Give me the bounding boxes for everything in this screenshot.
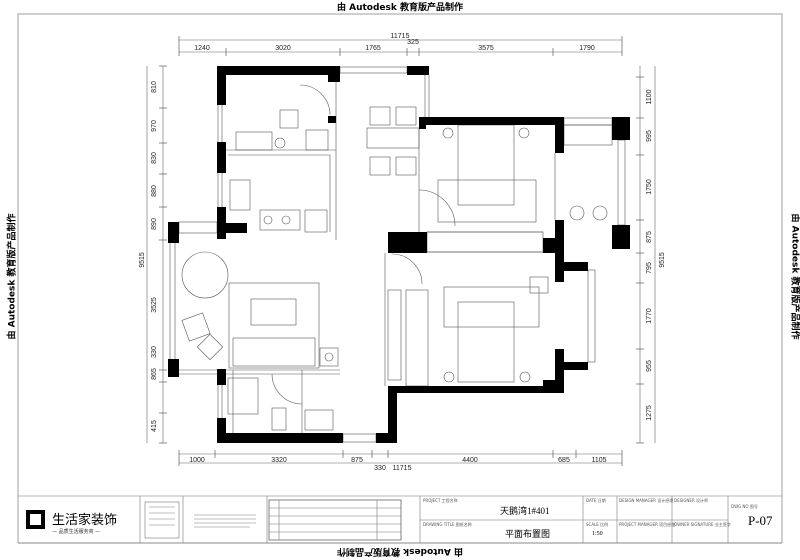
dimension-lines [146,36,656,466]
walls [168,66,630,443]
scale-label: SCALE 比例 [586,522,609,527]
dim-right: 1750 [646,179,653,195]
drawing-title-label: DRAWING TITLE 图纸名称 [423,522,472,527]
drawing-title: 平面布置图 [505,529,551,539]
dim-bottom: 685 [558,457,570,464]
date-label: DATE 日期 [586,498,606,503]
watermark-top: 由 Autodesk 教育版产品制作 [336,3,463,13]
living-room [181,251,339,369]
dim-right: 875 [646,231,653,243]
dim-bottom-total: 11715 [393,465,412,472]
dim-left: 3525 [151,297,158,313]
notes-text-lines [149,506,256,528]
dim-left: 415 [151,420,158,432]
bathroom-fixtures-top [235,84,331,151]
dim-bottom: 3320 [271,457,287,464]
project-label: PROJECT 工程名称 [423,498,458,503]
dim-top: 1240 [194,45,210,52]
project-name: 天鹅湾1#401 [500,506,550,516]
dwg-no: P-07 [748,513,773,528]
dim-bottom: 875 [351,457,363,464]
company-name: 生活家装饰 [52,513,118,528]
design-manager-label: DESIGN MANAGER 设计经理 [619,498,674,503]
dim-bottom: 330 [374,465,386,472]
dim-top: 3020 [275,45,291,52]
bedroom-1 [418,124,544,253]
dim-left: 880 [151,185,158,197]
scale-value: 1:50 [592,531,603,537]
dim-top: 1765 [365,45,381,52]
dim-right: 1770 [646,308,653,324]
project-manager-label: PROJECT MANAGER 项目经理 [619,522,676,527]
dim-left-total: 9515 [139,252,146,268]
dim-top-total: 11715 [391,33,410,40]
dim-left: 970 [151,120,158,132]
dining-table [366,106,420,176]
dim-right: 1275 [646,405,653,421]
owner-signature-label: OWNER SIGNATURE 业主签字 [674,522,731,527]
kitchen-counter [229,179,328,233]
dim-top: 325 [407,39,419,46]
dim-bottom: 1000 [189,457,205,464]
bathroom-fixtures-bottom [227,373,334,431]
dim-top: 1790 [579,45,595,52]
dim-right: 1100 [646,89,653,104]
sheet-frame [17,13,783,544]
dim-left: 865 [151,368,158,380]
dim-left: 810 [151,81,158,93]
balcony-chairs [563,124,613,221]
dim-left: 830 [151,152,158,164]
bedroom-2 [387,253,549,387]
dim-left: 890 [151,218,158,230]
company-logo-icon [26,510,45,529]
dim-right: 795 [646,262,653,274]
furniture [181,84,613,431]
dim-right: 955 [646,360,653,372]
dwg-no-label: DWG NO 图号 [731,504,758,509]
dim-bottom: 1105 [591,457,606,464]
dim-bottom: 4400 [462,457,478,464]
company-slogan: — 品质生活服务商 — [52,529,101,535]
title-block-lines [18,495,782,544]
dimension-labels: 11715 1240 3020 1765 325 3575 1790 1000 … [139,33,666,472]
dim-right-total: 9515 [659,252,666,268]
dim-right: 995 [646,130,653,142]
designer-label: DESIGNER 设计师 [674,498,708,503]
dim-top: 3575 [478,45,494,52]
dim-left: 330 [151,346,158,358]
